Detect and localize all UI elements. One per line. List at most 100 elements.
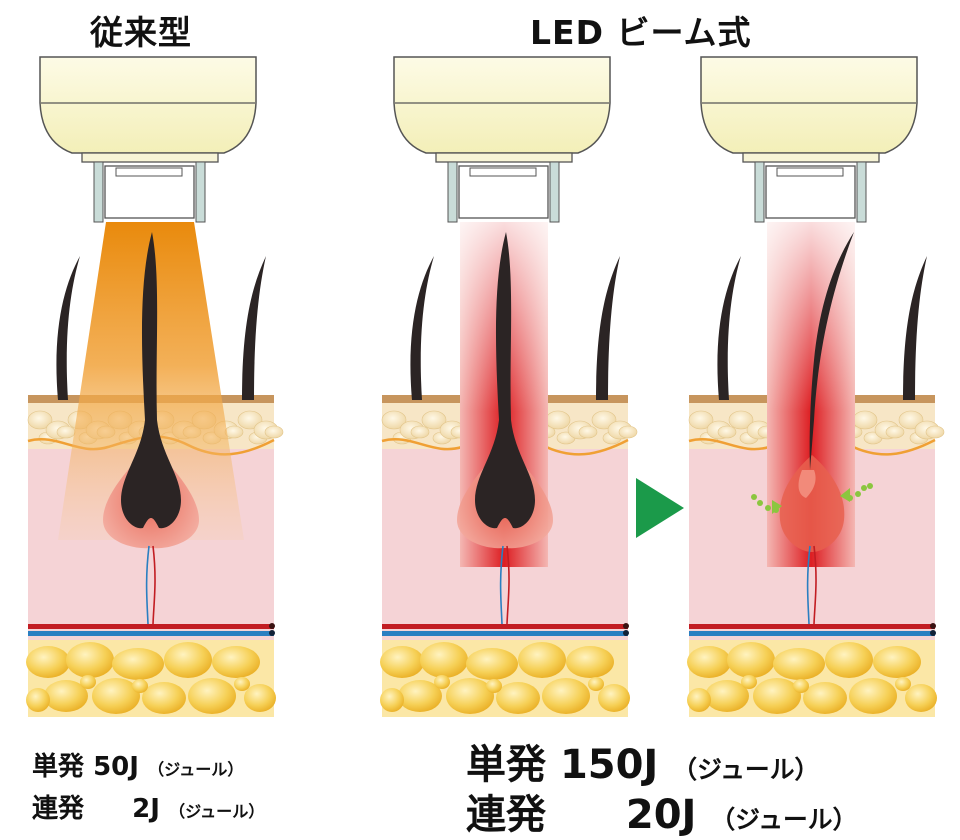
lamp-window: [765, 165, 856, 219]
fat-cell: [142, 682, 186, 714]
skin-cell: [27, 410, 53, 430]
fat-cell: [849, 678, 897, 714]
energy-dot: [757, 500, 763, 506]
vein: [382, 631, 628, 636]
lamp-collar: [81, 152, 219, 163]
fat-cell: [566, 646, 614, 678]
energy-arrow: [840, 488, 850, 502]
caption-conventional-burst: 連発 2J （ジュール）: [32, 788, 265, 825]
single-shot-value: 150J: [559, 742, 659, 788]
fat-cell: [705, 680, 749, 712]
fat-cell: [212, 646, 260, 678]
side-hair: [242, 256, 266, 400]
burst-shot-label: 連発: [32, 794, 85, 824]
fat-cell: [496, 682, 540, 714]
single-shot-value: 50J: [93, 752, 139, 782]
lamp-collar: [742, 152, 880, 163]
fat-cell: [486, 679, 502, 693]
lamp-window-inner: [469, 167, 537, 177]
lamp-window-inner: [776, 167, 844, 177]
side-hair: [903, 256, 927, 400]
fat-cell: [234, 677, 250, 691]
skin-cell: [591, 410, 617, 430]
artery-end: [930, 623, 936, 629]
unit-joule: （ジュール）: [710, 805, 858, 834]
lamp-body: [39, 56, 257, 154]
fat-cell: [793, 679, 809, 693]
vein: [689, 631, 935, 636]
energy-dot: [751, 494, 757, 500]
vein-end: [269, 630, 275, 636]
vein: [28, 631, 274, 636]
lamp-head: [39, 56, 257, 223]
unit-joule: （ジュール）: [168, 802, 265, 821]
fat-cell: [244, 684, 276, 712]
unit-joule: （ジュール）: [672, 755, 820, 784]
lamp-window-inner: [115, 167, 183, 177]
skin-cell: [381, 410, 407, 430]
fat-cell: [26, 646, 70, 678]
burst-shot-value: 20J: [625, 792, 697, 838]
fat-cell: [588, 677, 604, 691]
fat-cell: [687, 688, 711, 712]
artery: [382, 624, 628, 629]
title-conventional: 従来型: [90, 13, 192, 52]
fat-cell: [164, 642, 212, 678]
fat-cell: [380, 688, 404, 712]
skin-cell: [421, 410, 447, 430]
lamp-window: [458, 165, 549, 219]
skin-cell: [578, 425, 598, 439]
fat-cell: [905, 684, 937, 712]
skin-cell: [618, 425, 638, 439]
lamp-rail-left: [93, 161, 104, 223]
fat-cell: [825, 642, 873, 678]
fat-cell: [895, 677, 911, 691]
fat-cell: [466, 648, 518, 680]
hair-shaft-with-bulb: [475, 232, 535, 529]
skin-cell: [410, 425, 430, 439]
caption-conventional-single: 単発 50J （ジュール）: [32, 746, 244, 783]
fat-cell: [518, 642, 566, 678]
lamp-rail-right: [856, 161, 867, 223]
energy-dot: [855, 491, 861, 497]
fat-cell: [687, 646, 731, 678]
energy-dot: [867, 483, 873, 489]
side-hair: [717, 256, 741, 400]
artery-end: [269, 623, 275, 629]
energy-arrow: [772, 500, 782, 514]
side-hair: [56, 256, 80, 400]
caption-led-single: 単発 150J （ジュール）: [466, 732, 819, 790]
panel-conventional: [26, 56, 284, 717]
lamp-rail-right: [195, 161, 206, 223]
fat-cell: [112, 648, 164, 680]
unit-joule: （ジュール）: [148, 760, 244, 779]
hair-shaft-with-bulb: [121, 232, 181, 529]
skin-cell: [237, 410, 263, 430]
fat-cell: [66, 642, 114, 678]
fat-cell: [598, 684, 630, 712]
panel-led-after: [687, 56, 945, 717]
fat-cell: [188, 678, 236, 714]
fat-cell: [420, 642, 468, 678]
skin-cell: [545, 410, 571, 430]
lamp-rail-left: [754, 161, 765, 223]
side-hair: [596, 256, 620, 400]
fat-cell: [446, 678, 494, 714]
fat-cell: [434, 675, 450, 689]
artery: [28, 624, 274, 629]
follicle-damaged: [779, 455, 845, 552]
artery: [689, 624, 935, 629]
capillary-blue: [806, 545, 811, 625]
lamp-head: [393, 56, 611, 223]
follicle-highlight: [798, 470, 816, 498]
skin-cell: [264, 425, 284, 439]
fat-cell: [26, 688, 50, 712]
skin-cell: [885, 425, 905, 439]
skin-cell: [688, 410, 714, 430]
hair-shaft-detached: [809, 232, 854, 470]
single-shot-label: 単発: [466, 742, 546, 788]
fat-cell: [80, 675, 96, 689]
burst-shot-value: 2J: [132, 794, 160, 824]
fat-cell: [542, 678, 590, 714]
lamp-rail-left: [447, 161, 458, 223]
